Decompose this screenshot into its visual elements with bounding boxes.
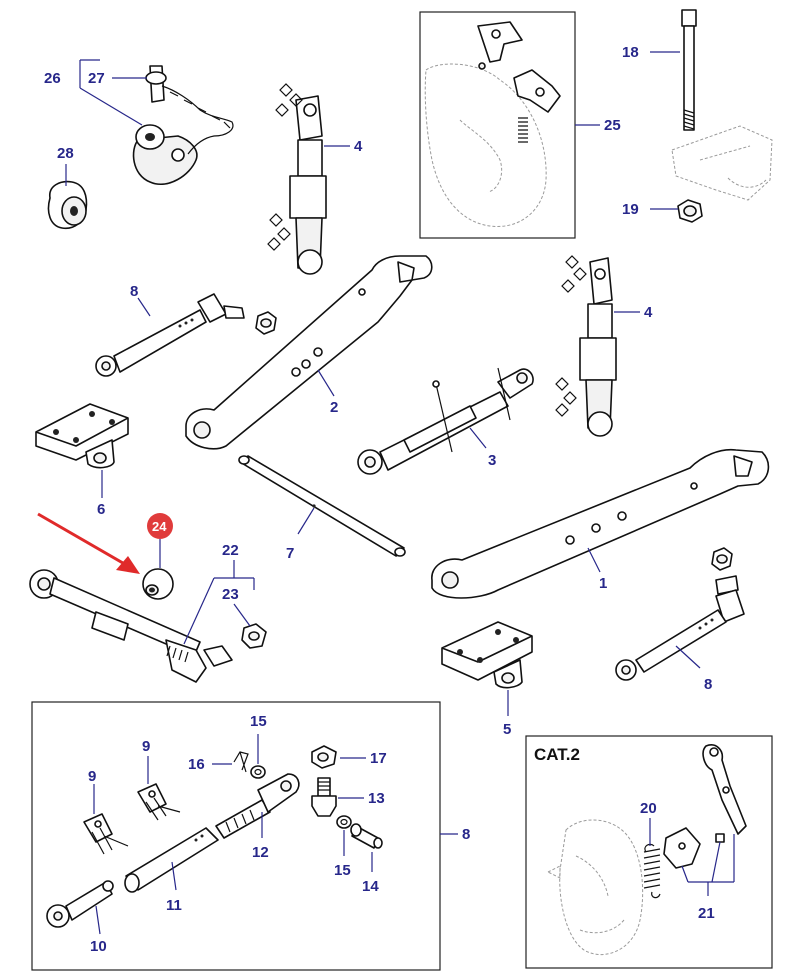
- leader-1: [587, 547, 601, 573]
- leader-lines-21: [681, 834, 735, 896]
- part-25-bracket-assembly[interactable]: [424, 21, 561, 227]
- label-8-box: 8: [462, 826, 470, 843]
- label-3: 3: [488, 452, 496, 469]
- label-2: 2: [330, 399, 338, 416]
- part-4-stabilizer-upper[interactable]: [267, 83, 327, 275]
- label-21: 21: [698, 905, 715, 922]
- label-16: 16: [188, 756, 205, 773]
- part-7-cross-shaft[interactable]: [238, 455, 406, 557]
- exploded-box-8: [31, 701, 441, 971]
- part-15-washer-top[interactable]: [250, 765, 266, 779]
- label-12: 12: [252, 844, 269, 861]
- part-27-lynch-pin-with-chain[interactable]: [132, 65, 234, 185]
- leader-3: [469, 427, 487, 449]
- part-16-clip[interactable]: [233, 751, 249, 773]
- part-24-ball[interactable]: [142, 568, 174, 600]
- label-19: 19: [622, 201, 639, 218]
- part-3-top-link[interactable]: [357, 367, 534, 475]
- label-17: 17: [370, 750, 387, 767]
- label-18: 18: [622, 44, 639, 61]
- label-5: 5: [503, 721, 511, 738]
- part-11-tube[interactable]: [124, 827, 219, 893]
- label-27: 27: [88, 70, 105, 87]
- part-28-bushing[interactable]: [47, 180, 88, 230]
- part-18-bolt[interactable]: [671, 9, 773, 201]
- leader-11: [171, 861, 177, 891]
- leader-8b: [675, 645, 701, 669]
- label-6: 6: [97, 501, 105, 518]
- label-14: 14: [362, 878, 379, 895]
- label-24: 24: [152, 519, 167, 534]
- leader-10: [95, 905, 101, 935]
- part-20-spring[interactable]: [643, 843, 661, 899]
- part-22-adjuster-assembly[interactable]: [29, 569, 233, 683]
- label-4-right: 4: [644, 304, 653, 321]
- cat2-ghost-housing: [546, 819, 644, 955]
- part-4-stabilizer-right[interactable]: [555, 255, 617, 437]
- leader-8a: [137, 297, 151, 317]
- part-5-bracket[interactable]: [441, 621, 533, 689]
- highlight-arrow: [37, 512, 140, 574]
- part-15-washer-bottom[interactable]: [336, 815, 352, 829]
- label-13: 13: [368, 790, 385, 807]
- leader-lines-22-23: [183, 560, 255, 645]
- leader-lines-26-27-28: [65, 59, 147, 186]
- part-10-rod-end[interactable]: [46, 880, 114, 928]
- label-8-right: 8: [704, 676, 712, 693]
- part-2-lower-link[interactable]: [185, 255, 433, 450]
- label-23: 23: [222, 586, 239, 603]
- part-23-nut[interactable]: [241, 623, 267, 649]
- label-10: 10: [90, 938, 107, 955]
- inset-box-cat2: [525, 735, 773, 969]
- leader-2: [317, 369, 335, 397]
- label-15-bottom: 15: [334, 862, 351, 879]
- label-28: 28: [57, 145, 74, 162]
- label-26: 26: [44, 70, 61, 87]
- leader-7: [297, 507, 315, 535]
- part-19-nut[interactable]: [677, 199, 703, 223]
- label-25: 25: [604, 117, 621, 134]
- part-8-adjuster-right[interactable]: [615, 547, 745, 681]
- part-9-clip-a[interactable]: [83, 813, 129, 855]
- label-1: 1: [599, 575, 607, 592]
- part-6-bracket[interactable]: [35, 403, 129, 469]
- label-4-upper: 4: [354, 138, 363, 155]
- label-7: 7: [286, 545, 294, 562]
- label-9-b: 9: [142, 738, 150, 755]
- label-11: 11: [166, 897, 182, 914]
- label-15-top: 15: [250, 713, 267, 730]
- part-21-hook-assembly[interactable]: [663, 744, 747, 869]
- part-14-pin[interactable]: [350, 823, 383, 849]
- part-12-clevis-screw[interactable]: [215, 773, 300, 839]
- part-13-pin-stud[interactable]: [311, 777, 337, 817]
- badge-24: 24: [147, 513, 173, 539]
- label-9-a: 9: [88, 768, 96, 785]
- inset-cat2-title: CAT.2: [534, 745, 580, 764]
- part-8-adjuster-left[interactable]: [95, 293, 245, 377]
- part-9-clip-b[interactable]: [137, 783, 181, 821]
- label-8-left: 8: [130, 283, 138, 300]
- part-8-nut-left[interactable]: [255, 311, 277, 335]
- part-17-nut[interactable]: [311, 745, 337, 769]
- part-1-lower-link[interactable]: [431, 448, 770, 599]
- label-22: 22: [222, 542, 239, 559]
- label-20: 20: [640, 800, 657, 817]
